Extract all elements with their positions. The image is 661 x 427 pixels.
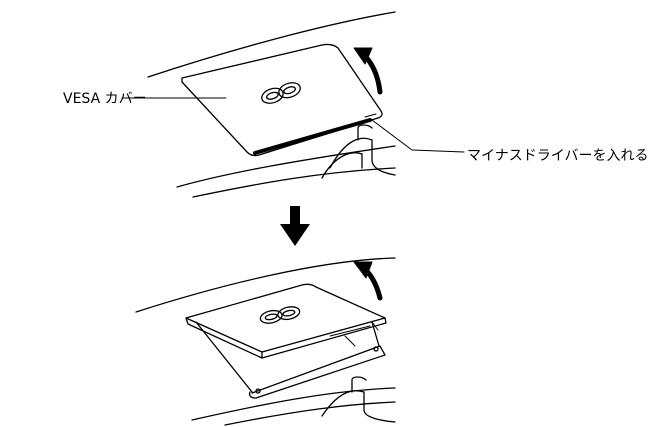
vesa-cover-bottom bbox=[185, 283, 387, 359]
vesa-cover-label: VESA カバー bbox=[63, 91, 147, 107]
monitor-back-edge-lower bbox=[192, 167, 396, 198]
fujitsu-logo-bottom bbox=[259, 306, 301, 324]
top-illustration bbox=[121, 11, 465, 198]
monitor-back-edge-top-2 bbox=[135, 257, 396, 313]
stand-top bbox=[321, 124, 396, 179]
bottom-illustration bbox=[135, 257, 396, 426]
monitor-back-edge-lower-2 bbox=[224, 401, 396, 426]
vesa-recess bbox=[195, 321, 386, 399]
stand-bottom bbox=[321, 376, 396, 423]
driver-leader-line bbox=[371, 119, 465, 153]
driver-slot bbox=[253, 118, 372, 155]
curved-arrow-icon bbox=[353, 47, 383, 95]
fujitsu-logo-top bbox=[261, 82, 301, 104]
driver-instruction-label: マイナスドライバーを入れる bbox=[467, 148, 649, 164]
monitor-back-edge-bottom-2 bbox=[191, 387, 396, 421]
curved-arrow-icon bbox=[353, 261, 383, 301]
vesa-cover-top bbox=[181, 43, 383, 157]
down-arrow-icon bbox=[280, 206, 310, 246]
monitor-back-edge-top bbox=[147, 11, 396, 78]
monitor-back-edge-bottom bbox=[176, 145, 396, 188]
